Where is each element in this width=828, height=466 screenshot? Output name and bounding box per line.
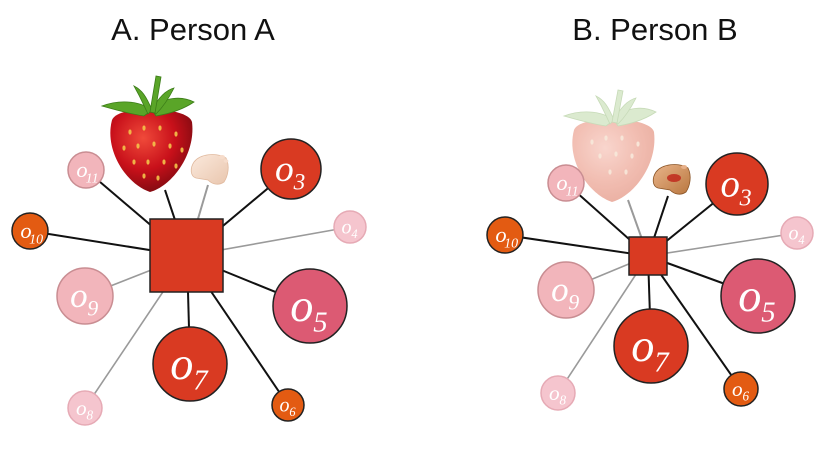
node-subscript-o9: 9: [87, 296, 98, 320]
node-label-o8: o: [549, 381, 560, 405]
node-label-o3: o: [275, 149, 294, 190]
node-subscript-o11: 11: [86, 171, 99, 186]
strawberry-body: [110, 108, 193, 192]
edge-o4: [647, 232, 798, 257]
panel-title-b: B. Person B: [572, 12, 737, 47]
node-subscript-o3: 3: [293, 170, 306, 196]
node-circle-o6: [271, 388, 305, 422]
node-subscript-o9: 9: [568, 290, 579, 314]
node-subscript-o7: 7: [654, 346, 670, 378]
node-circle-o5: [272, 268, 348, 344]
node-subscript-o6: 6: [742, 389, 749, 404]
node-circle-o10: [486, 216, 524, 254]
focal-node-b: [628, 236, 668, 276]
node-subscript-o3: 3: [739, 185, 752, 211]
node-label-o5: o: [738, 271, 761, 322]
node-subscript-o6: 6: [289, 405, 296, 419]
node-label-o11: o: [556, 170, 567, 195]
edge-o6: [647, 255, 742, 390]
node-label-o3: o: [720, 162, 739, 205]
node-label-o7: o: [170, 339, 193, 390]
node-subscript-o4: 4: [351, 227, 357, 241]
node-label-o4: o: [788, 222, 798, 244]
node-circle-o10: [11, 212, 49, 250]
panel-person-b: B. Person B: [486, 12, 814, 411]
node-o11: o11: [67, 151, 105, 189]
node-circle-o5: [720, 258, 796, 334]
node-label-o5: o: [290, 281, 313, 332]
node-label-o11: o: [76, 157, 87, 182]
node-circle-o11: [67, 151, 105, 189]
node-circle-o3: [705, 152, 769, 216]
node-label-o4: o: [341, 216, 351, 238]
panel-person-a: A. Person A: [11, 12, 367, 426]
node-o10: o10: [486, 216, 524, 254]
node-circle-o11: [547, 164, 585, 202]
node-label-o8: o: [76, 396, 87, 420]
node-subscript-o4: 4: [798, 233, 804, 247]
node-subscript-o8: 8: [86, 408, 93, 423]
node-subscript-o7: 7: [193, 364, 209, 396]
node-circle-o7: [613, 308, 689, 384]
node-circle-o4: [780, 216, 814, 250]
node-label-o9: o: [551, 270, 569, 309]
node-circle-o8: [540, 375, 576, 411]
strawberry-image-faded: [562, 89, 657, 202]
node-label-o10: o: [20, 218, 31, 243]
strawberry-image: [100, 75, 195, 192]
node-circle-o9: [537, 261, 595, 319]
focal-node-a: [149, 218, 224, 293]
node-circle-o6: [723, 371, 759, 407]
node-o10: o10: [11, 212, 49, 250]
node-circle-o4: [333, 210, 367, 244]
panel-title-a: A. Person A: [111, 12, 275, 47]
foot-image: [190, 154, 229, 185]
node-subscript-o5: 5: [313, 306, 327, 338]
node-circle-o8: [67, 390, 103, 426]
node-o11: o11: [547, 164, 585, 202]
node-label-o10: o: [495, 222, 506, 247]
node-label-o7: o: [631, 321, 654, 372]
foot-image-bruised: [652, 164, 691, 195]
edge-o10: [504, 234, 649, 257]
node-label-o9: o: [70, 276, 88, 315]
node-label-o6: o: [279, 394, 289, 416]
node-subscript-o11: 11: [566, 184, 579, 199]
strawberry-leaves: [100, 75, 195, 117]
node-label-o6: o: [732, 377, 743, 401]
node-circle-o3: [260, 138, 322, 200]
node-subscript-o10: 10: [504, 236, 518, 251]
edge-o8: [557, 255, 649, 394]
node-subscript-o10: 10: [29, 232, 43, 247]
node-circle-o9: [56, 267, 114, 325]
strawberry-seeds: [122, 125, 184, 181]
node-subscript-o8: 8: [559, 393, 566, 408]
node-circle-o7: [152, 326, 228, 402]
node-subscript-o5: 5: [761, 296, 775, 328]
